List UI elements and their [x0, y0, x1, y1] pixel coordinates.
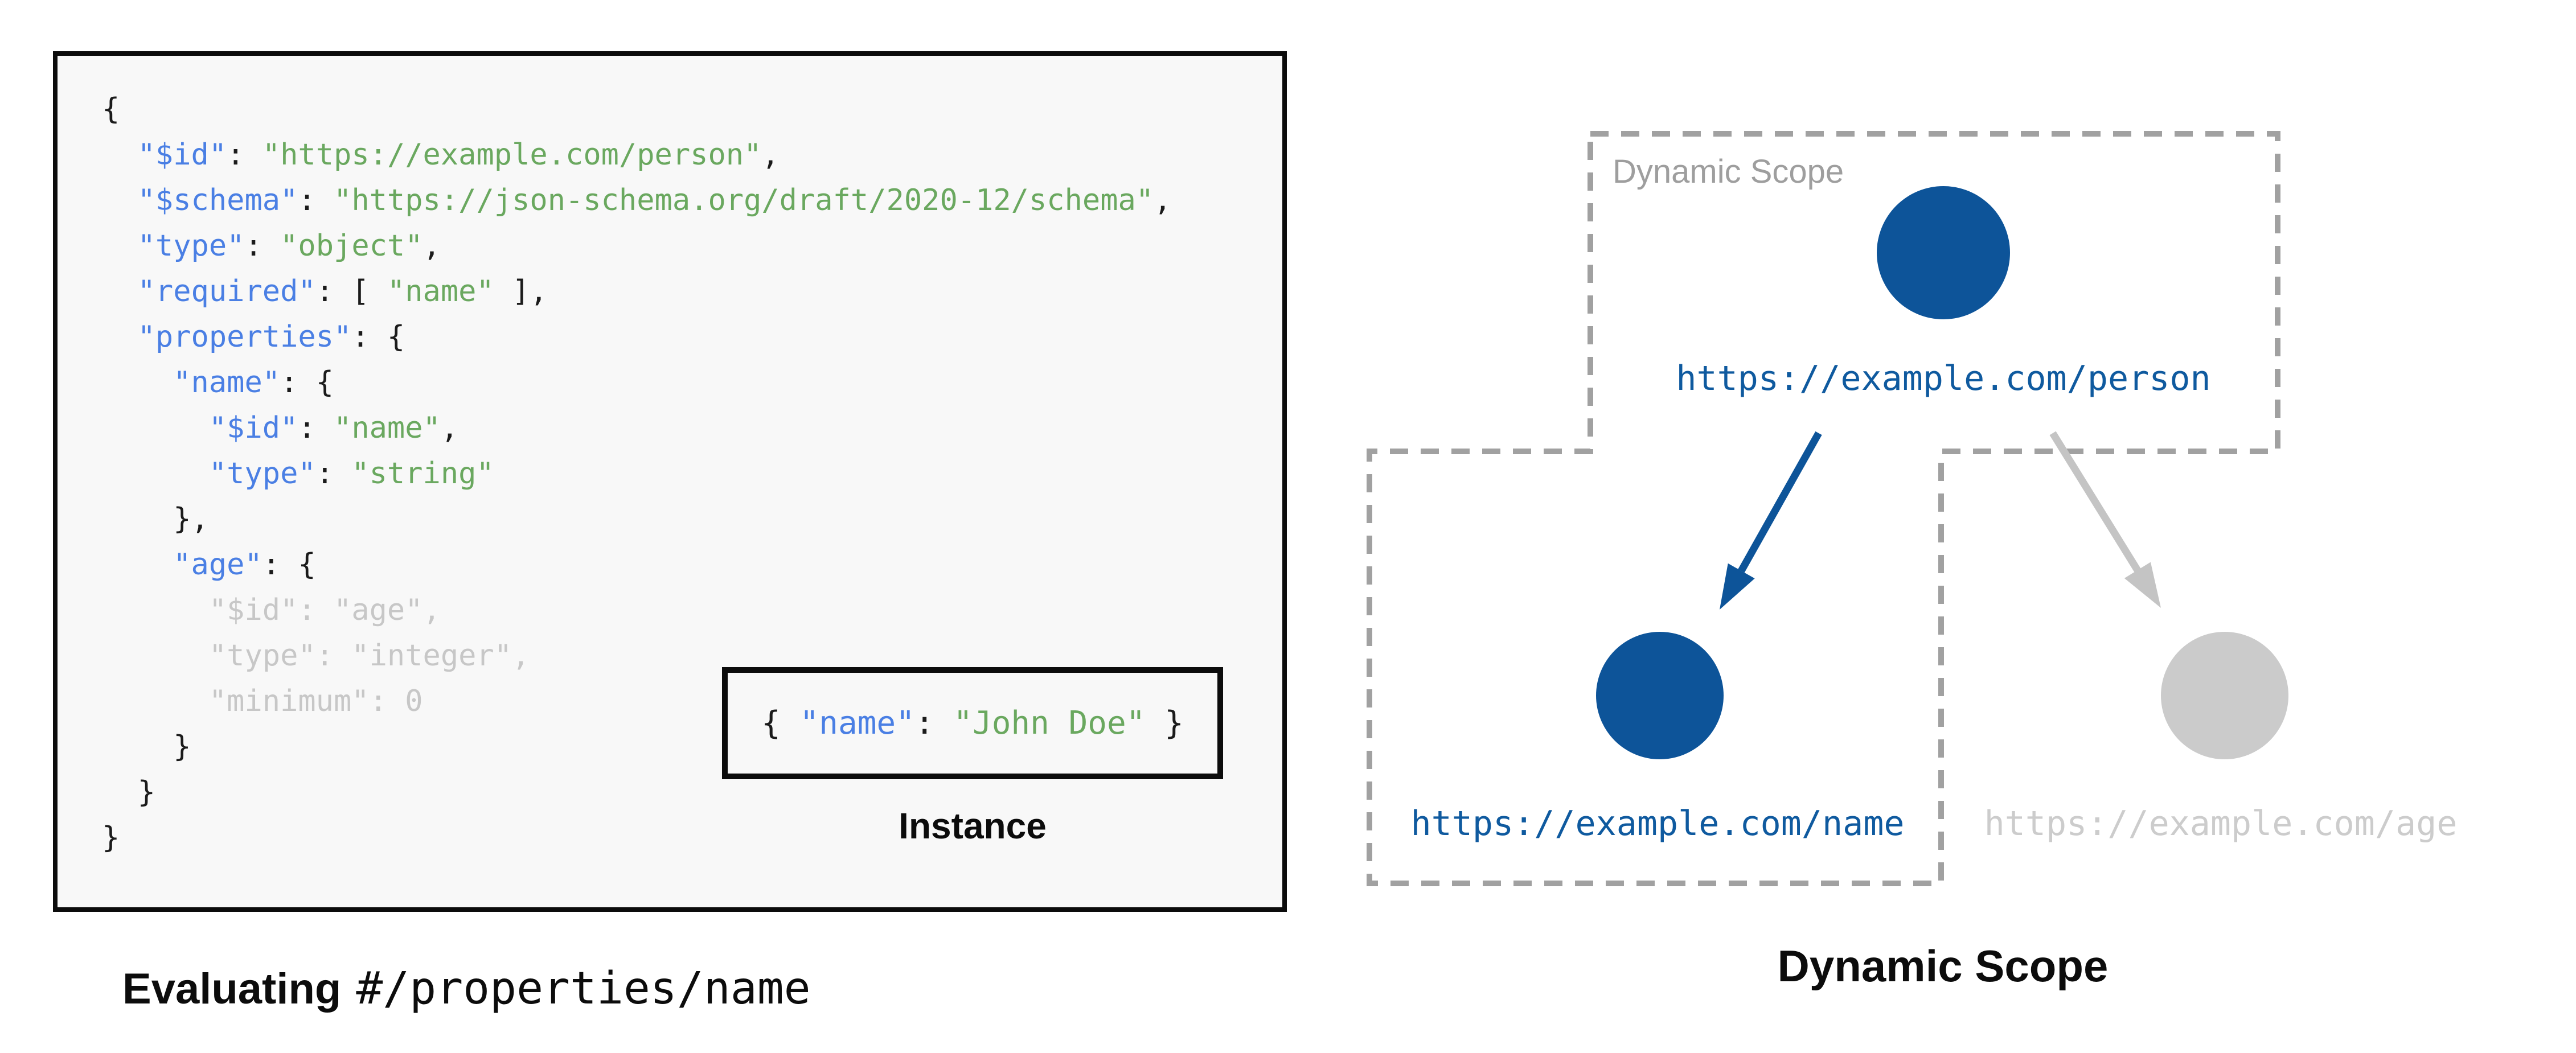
- schema-code: { "$id": "https://example.com/person", "…: [102, 87, 1171, 861]
- code-segment: :: [315, 456, 352, 491]
- code-segment: {: [761, 705, 800, 742]
- code-segment: [102, 411, 209, 445]
- node-url-person: https://example.com/person: [1676, 359, 2211, 398]
- arrow-person-to-age-head: [2124, 562, 2161, 608]
- code-segment: "name": [799, 705, 915, 742]
- evaluating-caption: Evaluating #/properties/name: [122, 963, 811, 1014]
- code-segment: :: [244, 229, 281, 263]
- schema-node-name: [1596, 632, 1724, 759]
- code-segment: :: [298, 411, 334, 445]
- arrow-person-to-name-shaft: [1738, 431, 1822, 573]
- code-segment: :: [914, 705, 954, 742]
- schema-node-person: [1877, 186, 2010, 319]
- code-segment: "string": [351, 456, 494, 491]
- code-segment: :: [227, 138, 262, 172]
- dynamic-scope-title: Dynamic Scope: [1777, 941, 2109, 991]
- code-segment: "required": [137, 274, 316, 309]
- code-segment: [102, 229, 138, 263]
- code-segment: [102, 548, 173, 582]
- instance-code: { "name": "John Doe" }: [761, 705, 1184, 742]
- code-segment: [102, 138, 138, 172]
- code-segment: "$id": [137, 138, 227, 172]
- code-segment: }: [102, 821, 120, 855]
- arrow-person-to-name-head: [1720, 563, 1755, 610]
- code-segment: }: [102, 775, 155, 809]
- code-segment: "$schema": [137, 183, 298, 217]
- code-segment: ,: [1154, 183, 1172, 217]
- code-line: "properties": {: [102, 314, 1171, 360]
- code-segment: }: [1145, 705, 1184, 742]
- code-line: "required": [ "name" ],: [102, 269, 1171, 314]
- schema-node-age: [2161, 632, 2288, 759]
- code-line: "type": "object",: [102, 223, 1171, 269]
- code-segment: {: [102, 92, 120, 126]
- code-segment: "properties": [137, 320, 352, 354]
- code-line: "name": {: [102, 360, 1171, 405]
- arrow-person-to-name: [1720, 431, 1822, 610]
- code-segment: [102, 183, 138, 217]
- arrow-person-to-age-shaft: [2049, 431, 2141, 573]
- code-segment: "https://example.com/person": [262, 138, 762, 172]
- code-segment: : {: [351, 320, 405, 354]
- code-line: "$id": "name",: [102, 405, 1171, 451]
- node-url-name: https://example.com/name: [1410, 804, 1905, 844]
- instance-label: Instance: [899, 805, 1047, 846]
- code-line: "minimum": 0: [102, 678, 1171, 724]
- code-segment: [102, 456, 209, 491]
- code-segment: : [: [315, 274, 387, 309]
- code-segment: "$id": "age",: [102, 593, 441, 627]
- code-segment: "minimum": 0: [102, 684, 423, 718]
- code-line: }: [102, 815, 1171, 861]
- instance-box: { "name": "John Doe" }: [722, 667, 1223, 779]
- code-segment: "John Doe": [953, 705, 1146, 742]
- code-segment: :: [298, 183, 334, 217]
- code-segment: "https://json-schema.org/draft/2020-12/s…: [334, 183, 1154, 217]
- code-line: "age": {: [102, 542, 1171, 587]
- evaluating-caption-bold: Evaluating: [122, 965, 342, 1013]
- code-segment: }: [102, 730, 191, 764]
- code-line: "$id": "https://example.com/person",: [102, 132, 1171, 178]
- code-segment: [102, 274, 138, 309]
- code-line: "type": "string": [102, 451, 1171, 496]
- code-segment: "type": "integer",: [102, 639, 530, 673]
- code-segment: },: [102, 502, 209, 536]
- code-line: }: [102, 770, 1171, 815]
- code-segment: ,: [761, 138, 780, 172]
- code-segment: [102, 365, 173, 400]
- code-segment: "type": [208, 456, 316, 491]
- code-segment: "type": [137, 229, 245, 263]
- code-line: },: [102, 496, 1171, 542]
- code-line: "$schema": "https://json-schema.org/draf…: [102, 178, 1172, 223]
- code-line: {: [102, 87, 1171, 132]
- code-segment: [102, 320, 138, 354]
- arrow-person-to-age: [2049, 431, 2161, 608]
- node-url-age: https://example.com/age: [1984, 804, 2458, 844]
- code-segment: ],: [494, 274, 548, 309]
- code-segment: ,: [440, 411, 459, 445]
- code-line: "$id": "age",: [102, 587, 1171, 633]
- code-segment: "name": [173, 365, 281, 400]
- scope-diagram-canvas: [1367, 131, 2280, 886]
- evaluating-caption-pointer: #/properties/name: [356, 963, 811, 1014]
- dynamic-scope-inline-label: Dynamic Scope: [1613, 153, 1844, 190]
- dynamic-scope-boundary: [1367, 131, 2280, 886]
- code-segment: "object": [280, 229, 423, 263]
- code-segment: "$id": [208, 411, 298, 445]
- code-segment: ,: [423, 229, 441, 263]
- schema-code-box: { "$id": "https://example.com/person", "…: [53, 51, 1287, 912]
- code-line: "type": "integer",: [102, 633, 1171, 678]
- code-segment: : {: [262, 548, 316, 582]
- code-segment: "name": [387, 274, 494, 309]
- code-segment: : {: [280, 365, 334, 400]
- code-segment: "age": [173, 548, 262, 582]
- code-line: }: [102, 724, 1171, 770]
- code-segment: "name": [334, 411, 441, 445]
